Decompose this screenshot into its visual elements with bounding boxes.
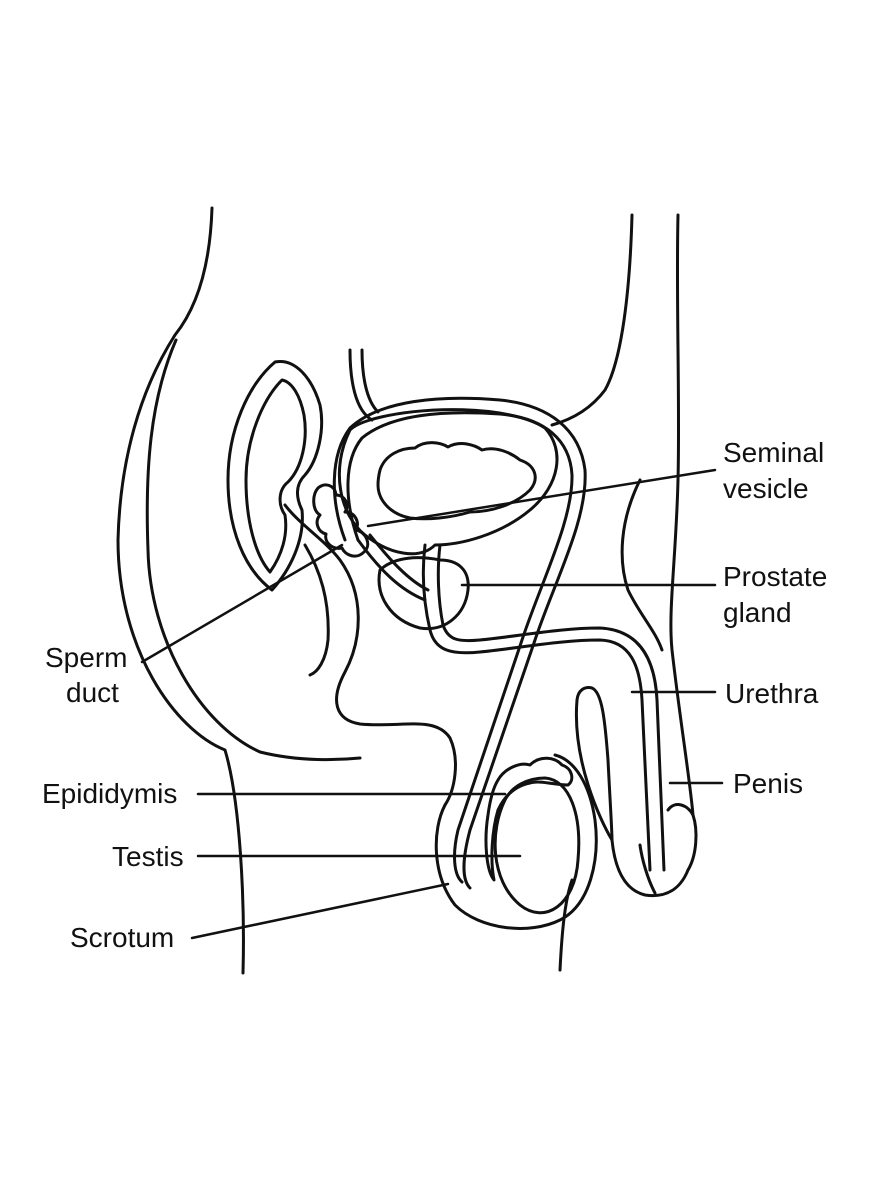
leader-sperm-duct xyxy=(140,543,344,664)
abdomen-front-outer xyxy=(669,213,695,817)
prostate-gland-shape xyxy=(377,556,470,631)
labels: Seminal vesicle Prostate gland Urethra P… xyxy=(42,437,827,953)
urethra-lower xyxy=(436,543,666,872)
leader-seminal-vesicle xyxy=(366,468,717,528)
penis-inner-fold xyxy=(575,686,614,842)
label-seminal-vesicle-2: vesicle xyxy=(723,473,809,504)
label-epididymis: Epididymis xyxy=(42,778,177,809)
ureter-2 xyxy=(360,348,380,414)
sperm-duct-inner xyxy=(346,411,574,884)
leader-scrotum xyxy=(190,882,450,940)
groin-line xyxy=(620,478,664,652)
label-prostate-gland-2: gland xyxy=(723,597,792,628)
rectum-inner xyxy=(303,543,330,677)
label-seminal-vesicle-1: Seminal xyxy=(723,437,824,468)
penis-glans-line xyxy=(638,843,657,895)
label-urethra: Urethra xyxy=(725,678,819,709)
penis-shaft-lower xyxy=(574,698,690,898)
testis-shape xyxy=(493,776,581,915)
pelvic-bone-outer xyxy=(226,360,324,592)
leader-lines xyxy=(140,468,724,940)
abdomen-front-inner xyxy=(550,213,634,427)
epididymis-shape xyxy=(484,756,574,882)
label-sperm-duct-1: Sperm xyxy=(45,642,127,673)
sperm-duct-joint-2 xyxy=(368,533,430,592)
pelvic-bone-inner xyxy=(244,378,307,574)
scrotum-shape xyxy=(434,753,598,930)
penis-glans xyxy=(666,803,698,872)
label-prostate-gland-1: Prostate xyxy=(723,561,827,592)
bladder-inner xyxy=(376,441,537,521)
back-outline xyxy=(116,206,245,975)
sperm-duct-outer xyxy=(332,396,587,890)
label-penis: Penis xyxy=(733,768,803,799)
rectum-wall xyxy=(145,338,362,762)
sperm-duct-joint xyxy=(356,538,427,602)
label-testis: Testis xyxy=(112,841,184,872)
seminal-vesicle-shape xyxy=(312,483,370,558)
urethra-upper xyxy=(421,543,652,872)
label-scrotum: Scrotum xyxy=(70,922,174,953)
pelvic-organs xyxy=(226,348,698,930)
anus-fold xyxy=(283,503,457,807)
label-sperm-duct-2: duct xyxy=(66,677,119,708)
